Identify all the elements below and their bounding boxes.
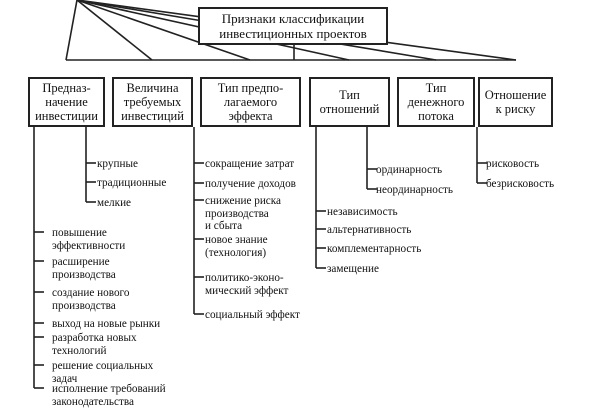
purpose-item: повышение эффективности [52,227,126,252]
relations-type-item: замещение [327,263,379,275]
risk-item: безрисковость [486,178,555,190]
category-box-cashflow-type: Тип денежного потока [397,77,475,127]
purpose-item: исполнение требований законодательства [52,383,166,408]
risk-item: рисковость [486,158,540,170]
purpose-item: разработка новых технологий [52,332,137,357]
effect-type-item: социальный эффект [205,309,300,321]
effect-type-item: политико-эконо- мический эффект [205,272,289,297]
effect-type-item: снижение риска производства и сбыта [205,195,282,233]
root-box: Признаки классификации инвестиционных пр… [198,7,388,45]
relations-type-item: комплементарность [327,243,422,255]
cashflow-type-item: неординарность [376,184,454,196]
relations-type-item: независимость [327,206,398,218]
investment-size-item: мелкие [97,197,132,209]
category-box-relations-type: Тип отношений [309,77,390,127]
purpose-item: создание нового производства [52,287,130,312]
connector-line [76,0,153,61]
purpose-item: решение социальных задач [52,360,154,385]
connector-line [65,0,78,61]
connector-line [76,0,251,61]
effect-type-item: новое знание (технология) [205,234,268,259]
cashflow-type-item: ординарность [376,164,443,176]
category-box-purpose: Предназ- начение инвестиции [28,77,105,127]
investment-size-item: крупные [97,158,138,170]
purpose-item: выход на новые рынки [52,318,161,330]
investment-size-item: традиционные [97,177,167,189]
purpose-item: расширение производства [52,256,116,281]
effect-type-item: сокращение затрат [205,158,295,170]
category-box-effect-type: Тип предпо- лагаемого эффекта [200,77,301,127]
category-box-risk: Отношение к риску [478,77,553,127]
effect-type-item: получение доходов [205,178,296,190]
category-box-investment-size: Величина требуемых инвестиций [112,77,193,127]
relations-type-item: альтернативность [327,224,412,236]
